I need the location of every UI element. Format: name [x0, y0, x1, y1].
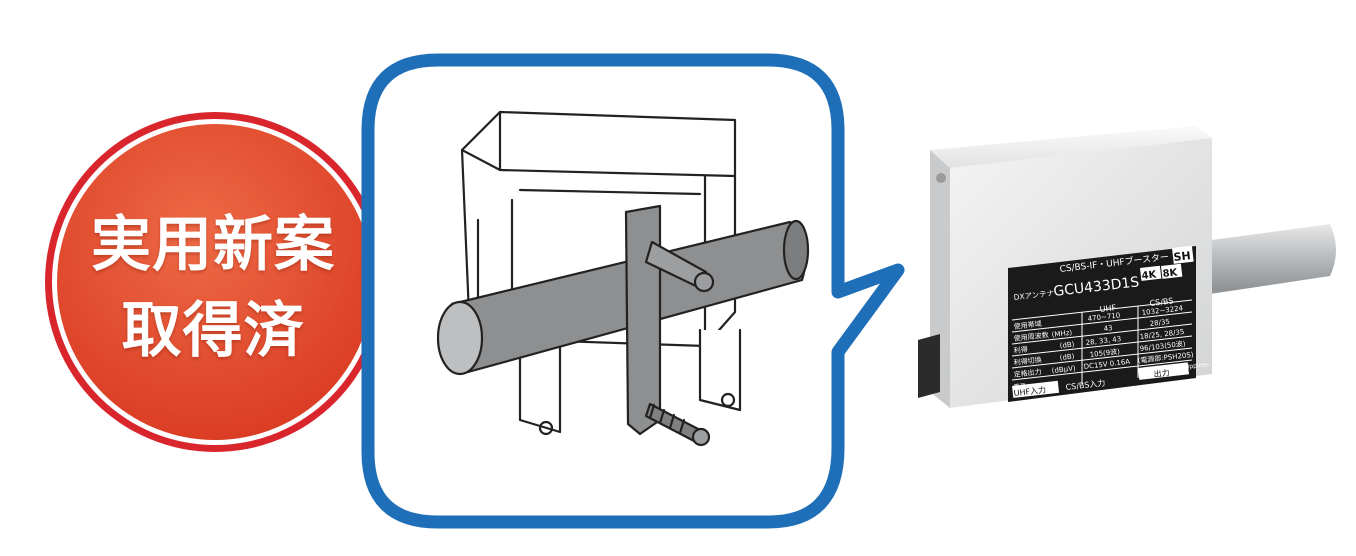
- port-out: 出力: [1153, 367, 1170, 379]
- patent-badge: [40, 107, 390, 457]
- badge-8k-bg: [1161, 263, 1183, 279]
- row-uhf: 43: [1103, 324, 1113, 333]
- row-uhf: 28, 33, 43: [1085, 335, 1121, 347]
- port-csbs-in: CS/BS入力: [1065, 378, 1106, 392]
- row-unit: (dB): [1059, 352, 1075, 362]
- row-name: 利得切換: [1013, 355, 1042, 367]
- row-name: 定格出力: [1013, 367, 1042, 379]
- row-uhf: 470~710: [1087, 311, 1120, 323]
- badge-line-1: 実用新案: [91, 210, 335, 280]
- badge-sh-bg: [1172, 245, 1194, 264]
- badge-sh: SH: [1173, 249, 1192, 264]
- badge-8k: 8K: [1162, 267, 1179, 280]
- label-col-csbs: CS/BS: [1149, 296, 1174, 308]
- mount-illustration: [436, 110, 810, 447]
- label-row: 使用周波数 (MHz) 43 28/35: [1013, 318, 1170, 343]
- row-unit: (dBμV): [1051, 364, 1076, 375]
- row-name: 使用帯域: [1013, 319, 1042, 331]
- port-uhf-bg: [1011, 380, 1060, 398]
- badge-4k-bg: [1140, 265, 1162, 281]
- row-csbs: 28/35: [1149, 318, 1170, 328]
- port-uhf-in: UHF入力: [1013, 384, 1046, 398]
- badge-4k: 4K: [1141, 269, 1158, 282]
- row-name: 使用周波数: [1013, 330, 1049, 343]
- badge-line-2: 取得済: [121, 296, 305, 366]
- row-name: 利得: [1013, 344, 1028, 355]
- row-uhf: 105(9波): [1089, 347, 1120, 359]
- port-out-bg: [1138, 362, 1190, 380]
- label-col-uhf: UHF: [1099, 303, 1117, 314]
- label-table-lines: [1011, 299, 1193, 384]
- row-unit: (MHz): [1051, 329, 1072, 339]
- row-unit: (dB): [1059, 340, 1075, 350]
